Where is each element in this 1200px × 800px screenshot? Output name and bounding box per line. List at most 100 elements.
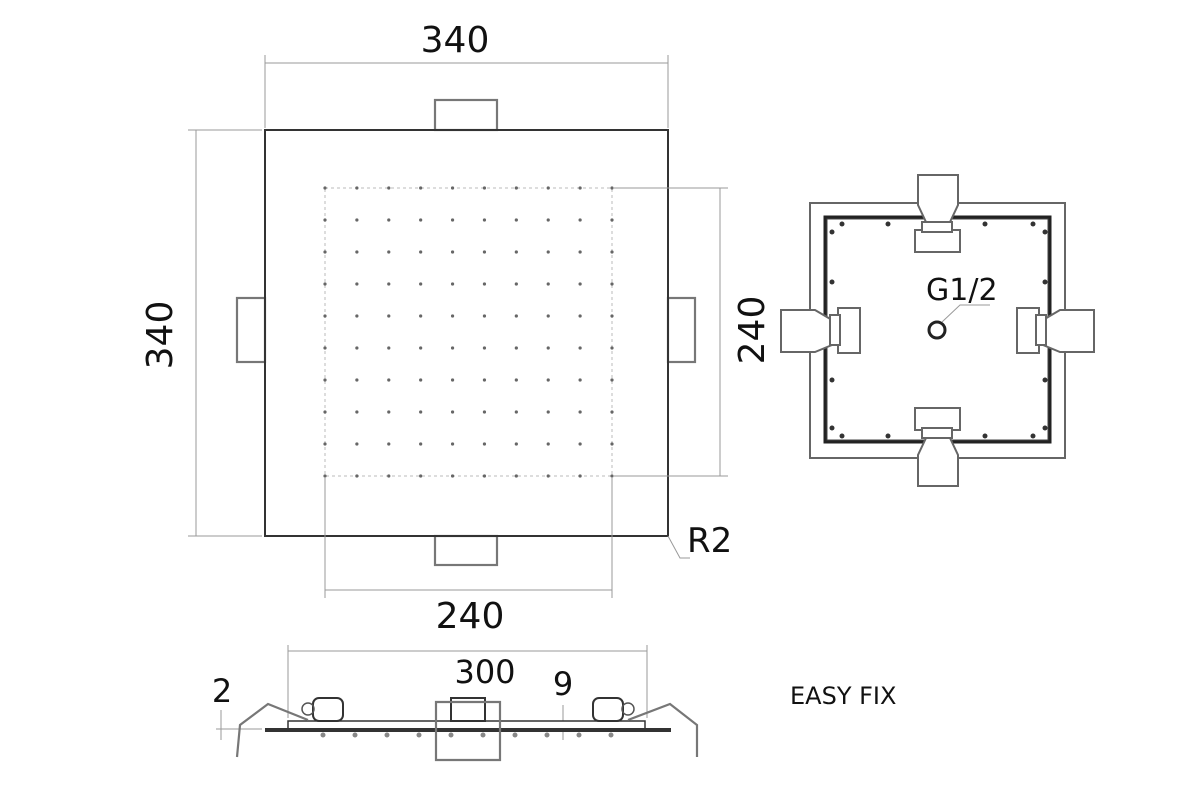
nozzle-dot xyxy=(578,314,582,318)
nozzle-dot xyxy=(450,314,455,318)
rear-bracket-bottom xyxy=(914,407,961,487)
screw-dot xyxy=(1030,221,1036,227)
nozzle-dot xyxy=(323,250,327,254)
rear-bracket-top xyxy=(914,174,961,253)
screw-dot xyxy=(829,229,835,235)
nozzle-dot xyxy=(482,410,487,414)
nozzle-height-dimension-label: 240 xyxy=(732,296,773,365)
nozzle-dot xyxy=(514,378,518,382)
nozzle-dot xyxy=(387,346,391,350)
shower-plate-outline xyxy=(264,129,669,537)
nozzle-dot xyxy=(482,282,487,286)
water-inlet-icon xyxy=(927,320,947,340)
nozzle-dot xyxy=(610,346,614,350)
nozzle-dot xyxy=(546,474,550,478)
nozzle-dot xyxy=(419,346,423,350)
nozzle-dot xyxy=(578,442,582,446)
nozzle-dot xyxy=(323,314,327,318)
nozzle-dot xyxy=(450,282,455,286)
width-dimension-label: 340 xyxy=(421,20,490,61)
screw-dot xyxy=(829,377,835,383)
rear-bracket-left xyxy=(780,307,861,354)
nozzle-dot xyxy=(450,186,455,190)
side-body xyxy=(287,720,646,730)
nozzle-dot xyxy=(323,282,327,286)
nozzle-dot xyxy=(450,218,455,222)
nozzle-dot xyxy=(419,314,423,318)
nozzle-dot xyxy=(450,346,455,350)
nozzle-dot xyxy=(546,314,550,318)
mount-type-label: EASY FIX xyxy=(790,682,896,710)
nozzle-dot xyxy=(419,378,423,382)
nozzle-dot xyxy=(355,410,359,414)
nozzle-dot xyxy=(514,282,518,286)
bracket-span-label: 300 xyxy=(454,653,515,691)
screw-dot xyxy=(1042,377,1048,383)
nozzle-dot xyxy=(450,410,455,414)
screw-dot xyxy=(982,221,988,227)
nozzle-dot xyxy=(355,346,359,350)
nozzle-dot xyxy=(482,218,487,222)
spring-clip-left xyxy=(235,702,309,758)
nozzle-dot xyxy=(610,378,614,382)
side-clip-center xyxy=(450,697,486,722)
nozzle-dot xyxy=(355,250,359,254)
nozzle-dot xyxy=(610,442,614,446)
screw-points xyxy=(829,221,1048,439)
side-nozzle xyxy=(320,732,326,738)
front-view: 340 340 240 240 R2 xyxy=(140,20,773,637)
screw-dot xyxy=(829,279,835,285)
nozzle-dot xyxy=(387,474,391,478)
nozzle-dot xyxy=(419,250,423,254)
nozzle-dot xyxy=(419,218,423,222)
nozzle-dot xyxy=(355,218,359,222)
nozzle-dot xyxy=(355,442,359,446)
nozzle-dot xyxy=(546,410,550,414)
nozzle-dot xyxy=(323,442,327,446)
screw-dot xyxy=(885,433,891,439)
nozzle-dot xyxy=(355,474,359,478)
nozzle-dot xyxy=(610,218,614,222)
side-nozzle xyxy=(352,732,358,738)
nozzle-dot xyxy=(355,186,359,190)
nozzle-dot xyxy=(482,186,487,190)
height-dimension-label: 340 xyxy=(140,301,181,370)
nozzle-dot xyxy=(323,218,327,222)
nozzle-dot xyxy=(450,250,455,254)
nozzle-dot xyxy=(514,186,518,190)
nozzle-dot xyxy=(546,218,550,222)
nozzle-dot xyxy=(387,218,391,222)
nozzle-dot xyxy=(323,378,327,382)
nozzle-dot xyxy=(387,442,391,446)
side-nozzle xyxy=(480,732,486,738)
side-nozzles xyxy=(320,732,614,738)
nozzle-dot xyxy=(450,474,455,478)
side-nozzle xyxy=(384,732,390,738)
nozzle-dot xyxy=(578,282,582,286)
nozzle-dot xyxy=(387,186,391,190)
side-center-bracket xyxy=(434,700,502,762)
side-nozzle xyxy=(448,732,454,738)
nozzle-dot xyxy=(450,378,455,382)
side-clip-right xyxy=(592,697,624,722)
nozzle-dot xyxy=(482,378,487,382)
nozzle-dot xyxy=(355,282,359,286)
screw-dot xyxy=(1042,279,1048,285)
nozzle-dot xyxy=(514,474,518,478)
mounting-tab-top xyxy=(433,98,499,132)
nozzle-dot xyxy=(419,410,423,414)
screw-dot xyxy=(829,425,835,431)
nozzle-dot xyxy=(610,250,614,254)
rear-bracket-right xyxy=(1016,307,1095,354)
nozzle-dot xyxy=(610,474,614,478)
nozzle-dot xyxy=(419,474,423,478)
nozzle-dot xyxy=(323,186,327,190)
nozzle-dot xyxy=(482,250,487,254)
mounting-tab-right xyxy=(666,296,697,364)
screw-dot xyxy=(1042,425,1048,431)
nozzle-dot xyxy=(514,346,518,350)
nozzle-dot xyxy=(610,410,614,414)
inlet-connection-label: G1/2 xyxy=(926,273,998,308)
